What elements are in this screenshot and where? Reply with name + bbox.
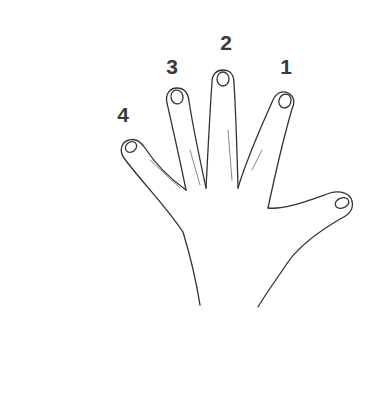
hand-outline [258,192,352,307]
fingernail [170,89,185,105]
hand-outline [167,88,206,190]
fingernail [217,72,229,86]
hand-outline [206,70,238,188]
finger-number: 3 [166,56,178,77]
finger-number: 4 [117,104,129,125]
fingernail [277,92,293,109]
finger-number: 2 [220,32,232,53]
hand-outline [238,92,294,208]
shading-stroke [150,130,262,188]
fingernail [334,196,351,210]
finger-number: 1 [280,56,292,77]
hand-outline [121,139,200,305]
fingernail [123,139,139,154]
